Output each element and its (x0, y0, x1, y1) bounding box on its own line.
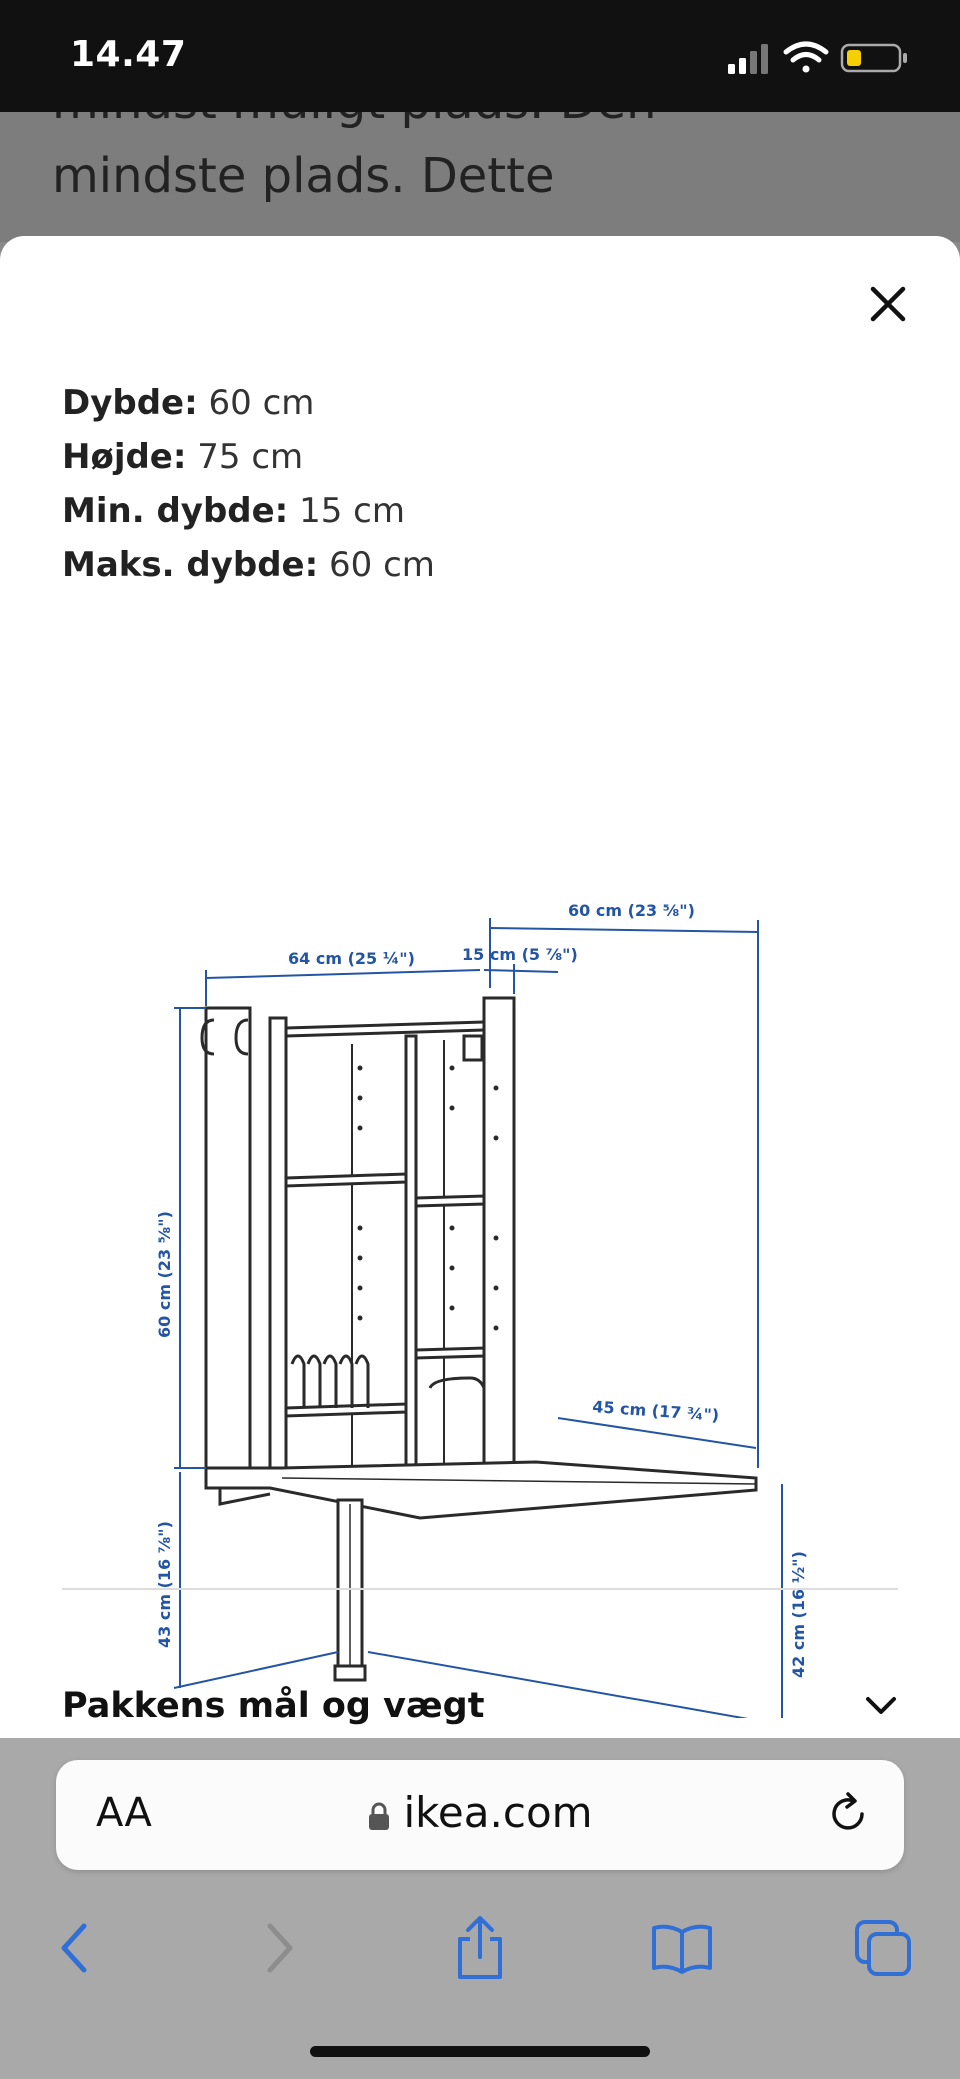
home-indicator (310, 2046, 650, 2057)
product-dimension-diagram: 60 cm (23 ⅝") 64 cm (25 ¼") 15 cm (5 ⅞")… (155, 901, 808, 1718)
close-button[interactable] (860, 276, 916, 332)
spec-label: Min. dybde: (62, 491, 289, 531)
address-bar[interactable]: AA ikea.com (56, 1760, 904, 1870)
wall-cabinet-drawing (200, 996, 758, 1682)
spec-min-depth: Min. dybde: 15 cm (62, 484, 435, 538)
spec-value: 60 cm (329, 545, 435, 585)
browser-toolbar (0, 1908, 960, 2008)
reload-icon[interactable] (826, 1790, 870, 1838)
spec-value: 75 cm (197, 437, 304, 477)
dim-min-depth: 15 cm (5 ⅞") (462, 945, 578, 964)
wifi-icon (783, 41, 829, 73)
spec-depth: Dybde: 60 cm (62, 376, 435, 430)
tabs-icon (855, 1920, 911, 1976)
spec-list: Dybde: 60 cm Højde: 75 cm Min. dybde: 15… (62, 376, 435, 592)
spec-label: Dybde: (62, 383, 198, 423)
aa-label: AA (96, 1790, 152, 1836)
status-icons (714, 40, 924, 76)
lock-icon (369, 1802, 390, 1830)
book-icon (652, 1924, 712, 1974)
chevron-left-icon (61, 1923, 87, 1973)
spec-value: 15 cm (299, 491, 405, 531)
dim-lower-height: 43 cm (16 ⅞") (155, 1521, 174, 1648)
url-display[interactable]: ikea.com (56, 1788, 904, 1837)
reader-options-button[interactable]: AA (96, 1790, 152, 1836)
status-bar: 14.47 (0, 0, 960, 112)
dim-cabinet-height: 60 cm (23 ⅝") (155, 1211, 174, 1338)
spec-value: 60 cm (208, 383, 315, 423)
rail-holes (357, 1065, 499, 1331)
dimension-lines (173, 918, 783, 1718)
background-page: mindst muligt plads. Den mindste plads. … (0, 112, 960, 242)
browser-bottom-bar: AA ikea.com (0, 1738, 960, 2079)
dimensions-sheet: Dybde: 60 cm Højde: 75 cm Min. dybde: 15… (0, 236, 960, 1738)
accordion-title: Pakkens mål og vægt (62, 1686, 485, 1726)
dim-table-height: 42 cm (16 ½") (789, 1551, 808, 1678)
spec-max-depth: Maks. dybde: 60 cm (62, 538, 435, 592)
bookmarks-button[interactable] (642, 1908, 722, 1988)
dim-table-depth: 45 cm (17 ¾") (592, 1397, 720, 1425)
forward-button[interactable] (240, 1908, 320, 1988)
share-button[interactable] (440, 1908, 520, 1988)
dim-top-depth: 60 cm (23 ⅝") (568, 901, 695, 920)
divider (62, 1588, 898, 1590)
dim-width: 64 cm (25 ¼") (288, 949, 415, 968)
url-text: ikea.com (403, 1788, 593, 1837)
package-dimensions-accordion[interactable]: Pakkens mål og vægt (62, 1676, 898, 1736)
chevron-down-icon (866, 1697, 896, 1714)
status-time: 14.47 (70, 34, 187, 75)
dimension-labels: 60 cm (23 ⅝") 64 cm (25 ¼") 15 cm (5 ⅞")… (155, 901, 808, 1678)
spec-label: Højde: (62, 437, 187, 477)
spec-height: Højde: 75 cm (62, 430, 435, 484)
close-icon (870, 286, 906, 322)
background-text: mindste plads. Dette (52, 148, 555, 204)
chevron-right-icon (267, 1923, 293, 1973)
back-button[interactable] (34, 1908, 114, 1988)
battery-icon (840, 43, 907, 73)
tabs-button[interactable] (844, 1908, 924, 1988)
share-icon (458, 1916, 502, 1979)
background-text-top: mindst muligt plads. Den (52, 112, 657, 130)
cellular-signal-icon (728, 44, 768, 74)
spec-label: Maks. dybde: (62, 545, 319, 585)
